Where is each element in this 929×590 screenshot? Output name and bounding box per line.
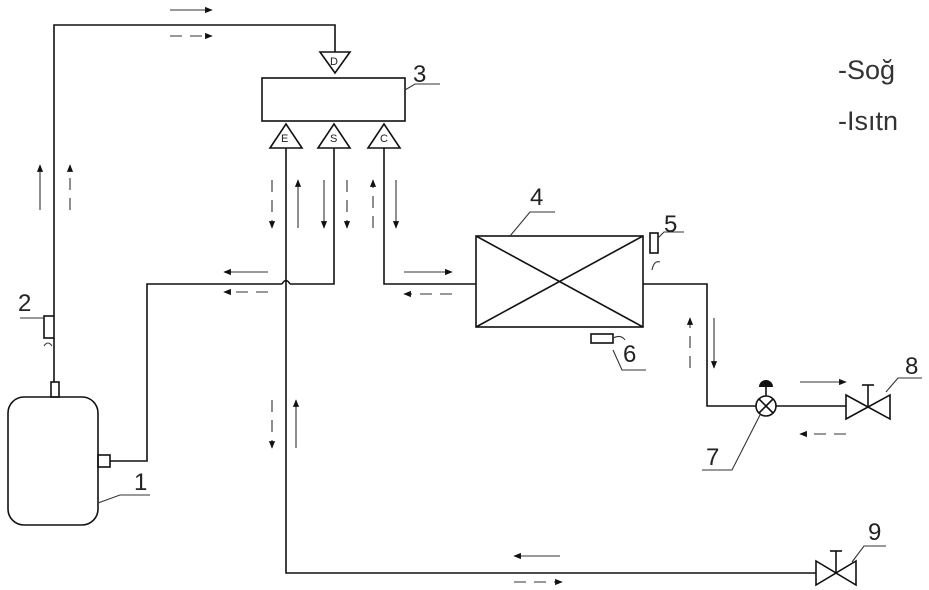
label-5: 5: [664, 211, 677, 238]
port-labels: D E S C: [281, 56, 388, 145]
legend-cooling: -Soğ: [838, 55, 896, 85]
label-3: 3: [413, 61, 426, 88]
label-9: 9: [868, 519, 881, 546]
temperature-sensor-6: [590, 333, 626, 344]
compressor: [7, 381, 111, 526]
legend-heating: -Isıtn: [838, 106, 899, 136]
refrigerant-piping: [53, 24, 846, 574]
port-label-e: E: [281, 133, 288, 145]
service-valve-9: [815, 550, 857, 587]
port-label-s: S: [330, 133, 337, 145]
label-4: 4: [530, 184, 543, 211]
label-2: 2: [18, 290, 31, 317]
expansion-valve: [755, 380, 777, 417]
label-7: 7: [706, 444, 719, 471]
port-label-d: D: [330, 56, 338, 68]
component-numbers: 1 2 3 4 5 6 7 8 9: [18, 61, 918, 546]
heat-exchanger: [475, 235, 644, 328]
temperature-sensor-5: [649, 232, 661, 271]
label-1: 1: [134, 469, 147, 496]
service-valve-8: [845, 384, 891, 421]
label-8: 8: [905, 353, 918, 380]
label-6: 6: [623, 341, 636, 368]
pressure-switch: [43, 315, 55, 347]
flow-arrows: [36, 6, 847, 586]
port-label-c: C: [380, 133, 388, 145]
leader-lines: [20, 83, 922, 563]
